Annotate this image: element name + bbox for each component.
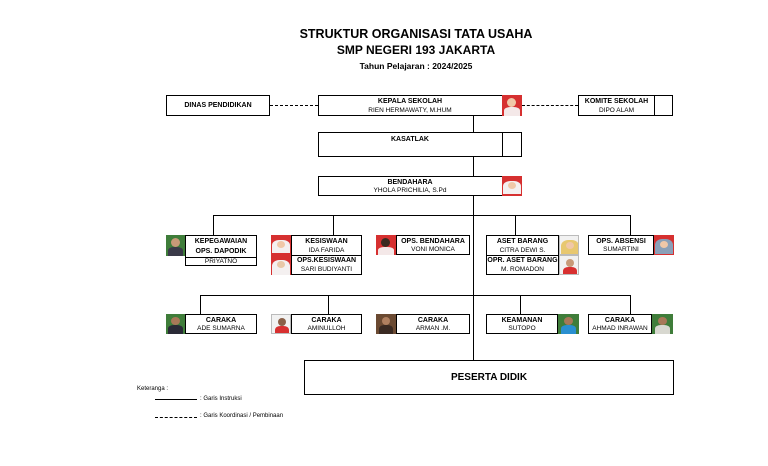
- peserta-label: PESERTA DIDIK: [450, 372, 528, 383]
- ops-aset-photo: [559, 255, 579, 275]
- caraka3-box: CARAKA ARMAN .M.: [396, 314, 470, 334]
- kesiswaan-photo: [271, 235, 291, 255]
- school-year: Tahun Pelajaran : 2024/2025: [359, 61, 473, 71]
- dinas-box: DINAS PENDIDIKAN: [166, 95, 270, 116]
- caraka1-label: CARAKA: [205, 317, 237, 324]
- kesiswaan-label: KESISWAAN: [305, 238, 348, 245]
- ops-bendahara-label: OPS. BENDAHARA: [401, 238, 465, 245]
- kesiswaan-name: IDA FARIDA: [308, 247, 345, 254]
- keamanan-box: KEAMANAN SUTOPO: [486, 314, 558, 334]
- ops-kesiswaan-photo: [271, 255, 291, 275]
- aset-label: ASET BARANG: [496, 238, 549, 245]
- keamanan-label: KEAMANAN: [501, 317, 543, 324]
- bendahara-label: BENDAHARA: [387, 179, 433, 186]
- caraka1-name: ADE SUMARNA: [197, 325, 245, 332]
- school-name: SMP NEGERI 193 JAKARTA: [336, 43, 496, 57]
- caraka2-photo: [271, 314, 291, 334]
- tier3-drop-1: [213, 215, 214, 235]
- ops-kesiswaan-label: OPS.KESISWAAN: [296, 257, 357, 264]
- aset-photo: [559, 235, 579, 255]
- tier3-horizontal-line: [213, 215, 631, 216]
- tier4-drop-4: [520, 295, 521, 314]
- kepala-box: KEPALA SEKOLAH RIEN HERMAWATY, M.HUM: [318, 95, 522, 116]
- ops-bendahara-photo: [376, 235, 396, 255]
- caraka4-box: CARAKA AHMAD INRAWAN: [588, 314, 652, 334]
- tier3-drop-4: [515, 215, 516, 235]
- legend-dashed-line: [155, 417, 197, 418]
- absensi-box: OPS. ABSENSI SUMARTINI: [588, 235, 654, 255]
- dinas-label: DINAS PENDIDIKAN: [184, 102, 252, 109]
- caraka2-box: CARAKA AMINULLOH: [291, 314, 362, 334]
- kasatlak-label: KASATLAK: [391, 136, 429, 143]
- caraka4-photo: [652, 314, 673, 334]
- ops-bendahara-box: OPS. BENDAHARA VONI MONICA: [396, 235, 470, 255]
- kepegawaian-box: KEPEGAWAIAN OPS. DAPODIK PRIYATNO: [185, 235, 257, 266]
- kepala-photo: [502, 95, 522, 116]
- kepegawaian-name: PRIYATNO: [204, 258, 238, 265]
- tier4-drop-1: [200, 295, 201, 314]
- caraka1-box: CARAKA ADE SUMARNA: [185, 314, 257, 334]
- kesiswaan-box: KESISWAAN IDA FARIDA OPS.KESISWAAN SARI …: [291, 235, 362, 275]
- ops-kesiswaan-name: SARI BUDIYANTI: [300, 266, 353, 273]
- absensi-photo: [654, 235, 674, 255]
- caraka3-photo: [376, 314, 396, 334]
- dapodik-label: OPS. DAPODIK: [195, 248, 247, 255]
- tier3-drop-2: [333, 215, 334, 235]
- bendahara-photo: [502, 176, 522, 196]
- main-trunk-line: [473, 116, 474, 360]
- caraka2-label: CARAKA: [311, 317, 342, 324]
- caraka4-name: AHMAD INRAWAN: [592, 325, 648, 332]
- absensi-label: OPS. ABSENSI: [596, 238, 646, 245]
- kepala-name: RIEN HERMAWATY, M.HUM: [368, 107, 452, 114]
- caraka4-label: CARAKA: [604, 317, 636, 324]
- tier4-drop-2: [328, 295, 329, 314]
- absensi-name: SUMARTINI: [603, 246, 639, 253]
- komite-box: KOMITE SEKOLAH DIPO ALAM: [578, 95, 673, 116]
- kepala-label: KEPALA SEKOLAH: [377, 98, 443, 105]
- komite-label: KOMITE SEKOLAH: [584, 98, 649, 105]
- caraka1-photo: [166, 314, 185, 334]
- komite-dash-line: [522, 105, 578, 106]
- legend-solid-line: [155, 399, 197, 400]
- legend-solid-label: : Garis Instruksi: [200, 396, 242, 402]
- chart-title: STRUKTUR ORGANISASI TATA USAHA: [299, 27, 533, 41]
- ops-aset-name: M. ROMADON: [501, 266, 544, 273]
- kepegawaian-photo: [166, 235, 185, 256]
- tier3-drop-5: [630, 215, 631, 235]
- bendahara-box: BENDAHARA YHOLA PRICHILIA, S.Pd: [318, 176, 522, 196]
- aset-box: ASET BARANG CITRA DEWI S. OPR. ASET BARA…: [486, 235, 559, 275]
- aset-name: CITRA DEWI S.: [499, 247, 546, 254]
- tier4-drop-5: [630, 295, 631, 314]
- ops-bendahara-name: VONI MONICA: [411, 246, 455, 253]
- keamanan-name: SUTOPO: [508, 325, 536, 332]
- dinas-dash-line: [270, 105, 318, 106]
- caraka3-name: ARMAN .M.: [415, 325, 451, 332]
- bendahara-name: YHOLA PRICHILIA, S.Pd: [373, 187, 447, 194]
- keamanan-photo: [558, 314, 579, 334]
- legend-dashed-label: : Garis Koordinasi / Pembinaan: [200, 413, 284, 419]
- caraka3-label: CARAKA: [417, 317, 449, 324]
- caraka2-name: AMINULLOH: [307, 325, 346, 332]
- kasatlak-box: KASATLAK: [318, 132, 522, 157]
- kasatlak-divider: [502, 132, 503, 157]
- komite-name: DIPO ALAM: [598, 107, 635, 114]
- ops-aset-label: OPR. ASET BARANG: [487, 257, 558, 264]
- legend-title: Keteranga :: [137, 386, 169, 392]
- tier4-horizontal-line: [200, 295, 631, 296]
- peserta-box: PESERTA DIDIK: [304, 360, 674, 395]
- kepegawaian-label: KEPEGAWAIAN: [194, 238, 248, 245]
- komite-divider: [654, 95, 655, 116]
